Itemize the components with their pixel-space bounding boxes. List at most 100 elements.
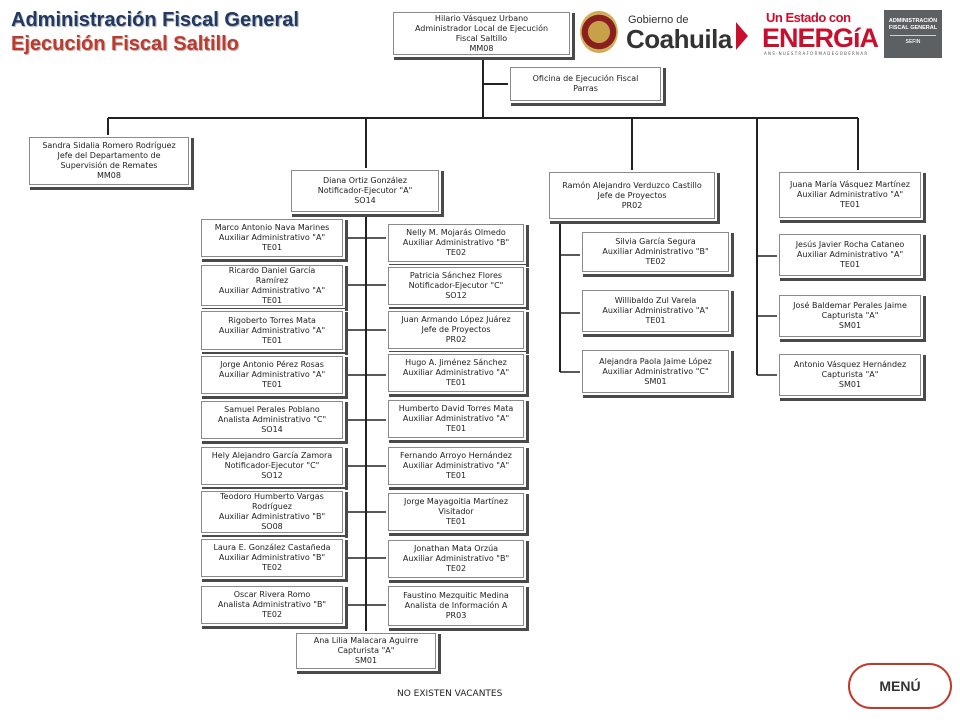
box-name: Teodoro Humberto Vargas xyxy=(220,492,324,501)
org-box-staff: Nelly M. Mojarás Olmedo Auxiliar Adminis… xyxy=(388,224,524,262)
box-role: Analista de Información A xyxy=(404,601,508,610)
box-code: MM08 xyxy=(469,43,494,53)
box-code: TE01 xyxy=(445,378,467,387)
box-code: TE02 xyxy=(261,563,283,572)
box-role: Capturista "A" xyxy=(337,646,395,655)
box-code: TE01 xyxy=(645,316,666,325)
box-name: Ramón Alejandro Verduzco Castillo xyxy=(562,180,702,190)
box-code: SM01 xyxy=(644,376,667,386)
box-name: Faustino Mezquitic Medina xyxy=(403,591,509,600)
box-name: Jorge Antonio Pérez Rosas xyxy=(220,360,324,369)
box-role: Analista Administrativo "C" xyxy=(217,415,327,424)
org-box-staff: Samuel Perales Poblano Analista Administ… xyxy=(201,401,343,439)
box-code: TE01 xyxy=(445,424,467,433)
afg-logo-divider xyxy=(890,35,936,36)
org-box-diana: Diana Ortiz González Notificador-Ejecuto… xyxy=(291,170,439,212)
box-role: Notificador-Ejecutor "A" xyxy=(317,186,413,195)
box-name: Hely Alejandro García Zamora xyxy=(211,451,333,460)
box-name: Laura E. González Castañeda xyxy=(213,543,331,552)
box-name: Ricardo Daniel García xyxy=(228,265,316,275)
box-code: TE02 xyxy=(645,257,666,266)
box-role: Auxiliar Administrativo "B" xyxy=(402,554,510,563)
box-name: Samuel Perales Poblano xyxy=(224,405,320,414)
box-code: TE01 xyxy=(261,335,283,345)
box-code: TE01 xyxy=(445,471,467,480)
box-code: SO08 xyxy=(261,522,283,531)
box-name: Silvia García Segura xyxy=(615,237,696,246)
org-box-ramon: Ramón Alejandro Verduzco Castillo Jefe d… xyxy=(549,172,715,219)
coahuila-seal-logo xyxy=(580,11,618,53)
box-name: Diana Ortiz González xyxy=(322,176,408,185)
org-box-staff: Hely Alejandro García Zamora Notificador… xyxy=(201,447,343,485)
box-role: Notificador-Ejecutor "C" xyxy=(224,461,320,470)
org-box-staff: Faustino Mezquitic Medina Analista de In… xyxy=(388,586,524,626)
box-name: Juan Armando López Juárez xyxy=(401,315,511,324)
box-name: Ramírez xyxy=(255,275,289,285)
box-code: TE01 xyxy=(445,517,467,526)
box-name: Rigoberto Torres Mata xyxy=(228,315,316,325)
box-name: Oficina de Ejecución Fiscal xyxy=(532,74,639,83)
vacancies-note: NO EXISTEN VACANTES xyxy=(397,689,503,699)
org-box-staff: José Baldemar Perales Jaime Capturista "… xyxy=(779,295,921,337)
box-name: Alejandra Paola Jaime López xyxy=(599,356,712,366)
box-code: TE02 xyxy=(261,610,283,619)
afg-logo: ADMINISTRACIÓN FISCAL GENERAL SEFIN xyxy=(884,10,942,58)
box-name: Marco Antonio Nava Marines xyxy=(214,223,330,232)
box-name: Sandra Sidalia Romero Rodríguez xyxy=(42,141,176,150)
org-box-ana: Ana Lilia Malacara Aguirre Capturista "A… xyxy=(296,633,436,669)
energia-mark-icon xyxy=(736,22,748,50)
box-name: Rodríguez xyxy=(252,502,292,511)
org-box-staff: Willibaldo Zul Varela Auxiliar Administr… xyxy=(582,290,729,332)
box-name: Antonio Vásquez Hernández xyxy=(793,360,907,369)
box-role: Auxiliar Administrativo "A" xyxy=(218,233,326,242)
box-role: Jefe del Departamento de xyxy=(57,151,161,160)
org-box-sandra: Sandra Sidalia Romero Rodríguez Jefe del… xyxy=(29,137,189,185)
box-code: SM01 xyxy=(838,380,862,389)
org-box-staff: Jorge Mayagoitia Martínez Visitador TE01 xyxy=(388,493,524,531)
box-role: Notificador-Ejecutor "C" xyxy=(408,281,504,290)
box-code: SM01 xyxy=(354,656,378,665)
org-box-staff: Rigoberto Torres Mata Auxiliar Administr… xyxy=(201,311,343,350)
box-role: Auxiliar Administrativo "B" xyxy=(602,247,709,256)
box-name: Oscar Rivera Romo xyxy=(233,590,311,599)
box-code: MM08 xyxy=(97,171,121,180)
box-role: Auxiliar Administrativo "B" xyxy=(402,238,510,247)
org-box-staff: Jorge Antonio Pérez Rosas Auxiliar Admin… xyxy=(201,356,343,394)
box-role: Capturista "A" xyxy=(821,311,879,320)
box-code: TE01 xyxy=(261,243,283,252)
menu-button[interactable]: MENÚ xyxy=(848,663,952,709)
box-role: Capturista "A" xyxy=(821,370,879,379)
box-code: SO14 xyxy=(261,425,283,434)
org-box-staff: Fernando Arroyo Hernández Auxiliar Admin… xyxy=(388,447,524,485)
box-role: Auxiliar Administrativo "A" xyxy=(218,370,326,379)
box-code: PR03 xyxy=(445,611,467,620)
box-role: Auxiliar Administrativo "B" xyxy=(218,512,326,521)
box-name: José Baldemar Perales Jaime xyxy=(793,301,907,310)
box-code: SO12 xyxy=(445,291,467,300)
box-code: TE02 xyxy=(445,248,467,257)
box-role: Auxiliar Administrativo "A" xyxy=(402,461,510,470)
box-code: TE01 xyxy=(261,295,283,305)
org-box-juana: Juana María Vásquez Martínez Auxiliar Ad… xyxy=(779,172,921,218)
box-role: Auxiliar Administrativo "A" xyxy=(796,250,904,259)
afg-logo-line2: FISCAL GENERAL xyxy=(888,25,938,31)
box-name: Hugo A. Jiménez Sánchez xyxy=(405,358,507,367)
box-name: Fernando Arroyo Hernández xyxy=(400,451,512,460)
energia-logo-top: Un Estado con xyxy=(766,10,851,25)
org-box-staff: Ricardo Daniel García Ramírez Auxiliar A… xyxy=(201,265,343,306)
org-box-staff: Humberto David Torres Mata Auxiliar Admi… xyxy=(388,400,524,438)
box-code: PR02 xyxy=(445,335,467,344)
box-role: Visitador xyxy=(438,507,474,516)
box-name: Hilario Vásquez Urbano xyxy=(434,13,529,23)
box-name: Juana María Vásquez Martínez xyxy=(790,180,910,189)
box-role: Jefe de Proyectos xyxy=(597,190,667,200)
org-box-staff: Antonio Vásquez Hernández Capturista "A"… xyxy=(779,354,921,396)
box-role: Auxiliar Administrativo "A" xyxy=(796,190,904,199)
box-role: Supervisión de Remates xyxy=(60,161,158,170)
org-box-staff: Laura E. González Castañeda Auxiliar Adm… xyxy=(201,539,343,577)
box-role: Auxiliar Administrativo "A" xyxy=(402,368,510,377)
box-role: Auxiliar Administrativo "B" xyxy=(218,553,326,562)
box-code: SO14 xyxy=(354,196,376,205)
box-role: Administrador Local de Ejecución xyxy=(414,23,549,33)
